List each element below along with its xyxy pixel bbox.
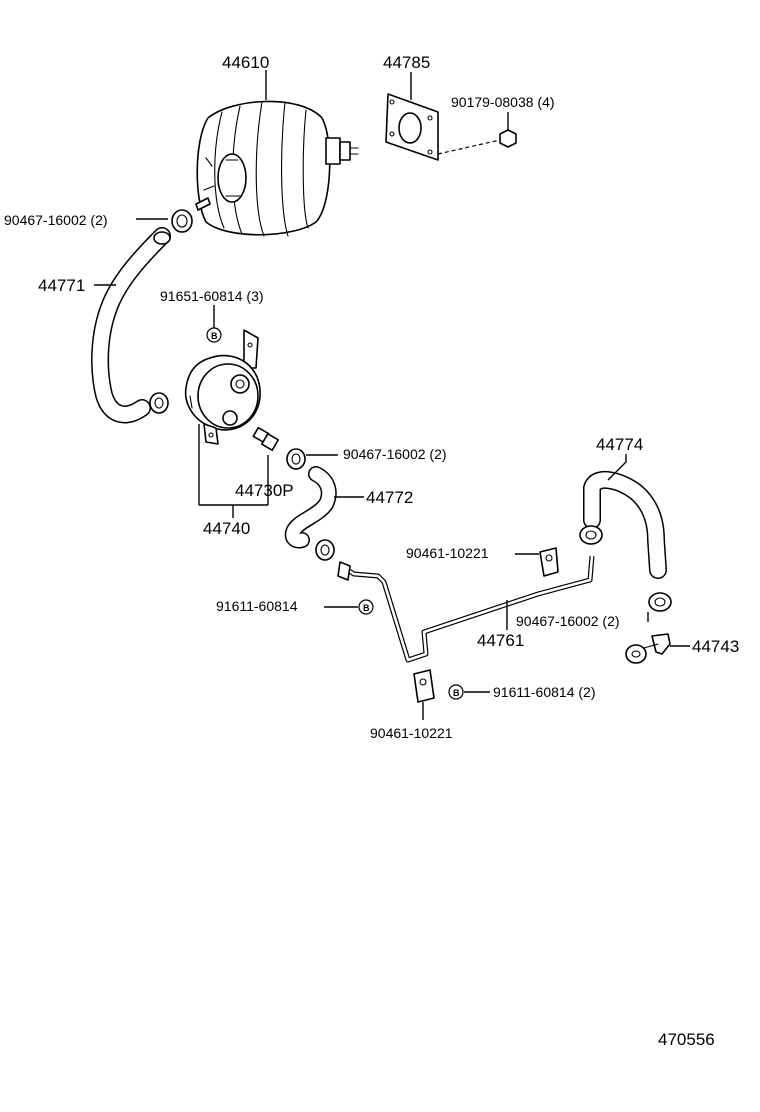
clip-mid: 90467-16002 (2): [286, 446, 447, 470]
clip-right: 90467-16002 (2): [516, 592, 672, 629]
svg-text:B: B: [453, 688, 460, 698]
hose-mid: 44772: [284, 466, 413, 549]
union-fitting: 44743: [625, 633, 739, 664]
label-booster: 44610: [222, 53, 269, 72]
label-hose-mid: 44772: [366, 488, 413, 507]
label-clamp-lower: 90461-10221: [370, 725, 453, 741]
label-nut: 90179-08038 (4): [451, 94, 555, 110]
clip-lower-left: [149, 392, 169, 414]
label-union: 44743: [692, 637, 739, 656]
clip-mid-lower: [315, 539, 335, 561]
label-hose-right: 44774: [596, 435, 643, 454]
clip-pipe-top: [579, 525, 603, 545]
label-bolt-canister: 91651-60814 (3): [160, 288, 264, 304]
label-clip-mid: 90467-16002 (2): [343, 446, 447, 462]
clamp-lower: 90461-10221: [370, 669, 453, 741]
vacuum-canister: B 91651-60814 (3) 44740: [160, 288, 269, 538]
label-bolt-lower: 91611-60814 (2): [493, 684, 595, 700]
clamp-upper: 90461-10221: [406, 545, 559, 577]
check-valve: 44730P: [235, 426, 294, 500]
label-check-valve: 44730P: [235, 481, 294, 500]
vacuum-pipe: 44761: [337, 555, 595, 663]
label-hose-left: 44771: [38, 276, 85, 295]
label-clamp-upper: 90461-10221: [406, 545, 489, 561]
brake-booster: 44610: [195, 53, 359, 237]
hose-left: 44771: [38, 227, 171, 424]
svg-text:B: B: [211, 331, 218, 341]
label-bolt-left: 91611-60814: [216, 598, 298, 614]
gasket: 44785: [383, 53, 439, 161]
label-gasket: 44785: [383, 53, 430, 72]
bolt-left: B 91611-60814: [216, 598, 374, 615]
label-clip-right: 90467-16002 (2): [516, 613, 620, 629]
diagram-id: 470556: [658, 1030, 715, 1049]
svg-text:B: B: [363, 603, 370, 613]
label-clip-top: 90467-16002 (2): [4, 212, 108, 228]
bolt-lower: B 91611-60814 (2): [448, 684, 595, 700]
clip-top: 90467-16002 (2): [4, 209, 193, 233]
nut: 90179-08038 (4): [437, 94, 555, 155]
label-canister-assy: 44740: [203, 519, 250, 538]
hose-right: 44774: [583, 435, 667, 579]
label-pipe: 44761: [477, 631, 524, 650]
